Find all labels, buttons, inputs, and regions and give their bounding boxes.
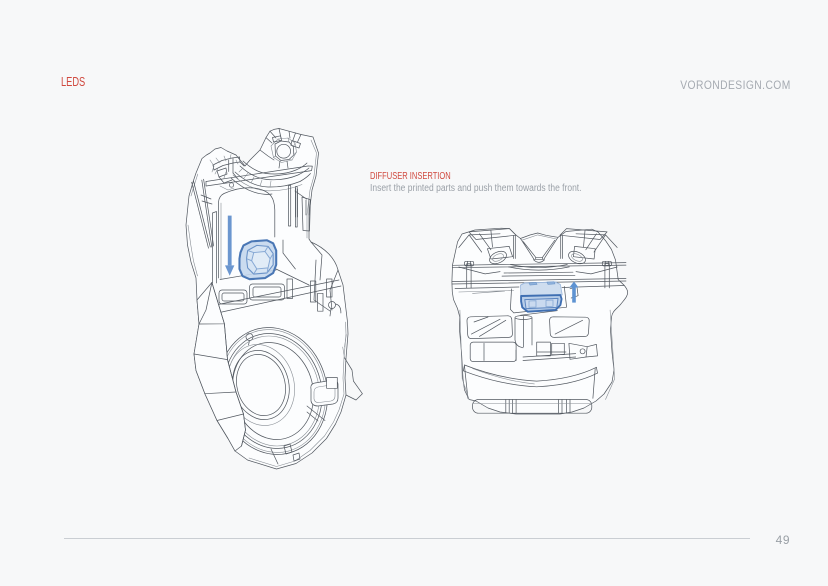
up-arrow-icon [569,281,579,303]
diffuser-part-side [238,239,278,281]
page-title: LEDS [61,73,86,89]
down-arrow-icon [225,215,235,276]
illustration-side-view [182,96,368,472]
page-number: 49 [775,533,790,547]
step-block: DIFFUSER INSERTION Insert the printed pa… [370,169,610,194]
website-link[interactable]: VORONDESIGN.COM [680,77,791,92]
illustration-bottom-view [450,222,632,422]
step-description: Insert the printed parts and push them t… [370,183,582,195]
diffuser-part-front [520,281,563,313]
step-title: DIFFUSER INSERTION [370,171,451,182]
footer-divider [64,538,750,539]
